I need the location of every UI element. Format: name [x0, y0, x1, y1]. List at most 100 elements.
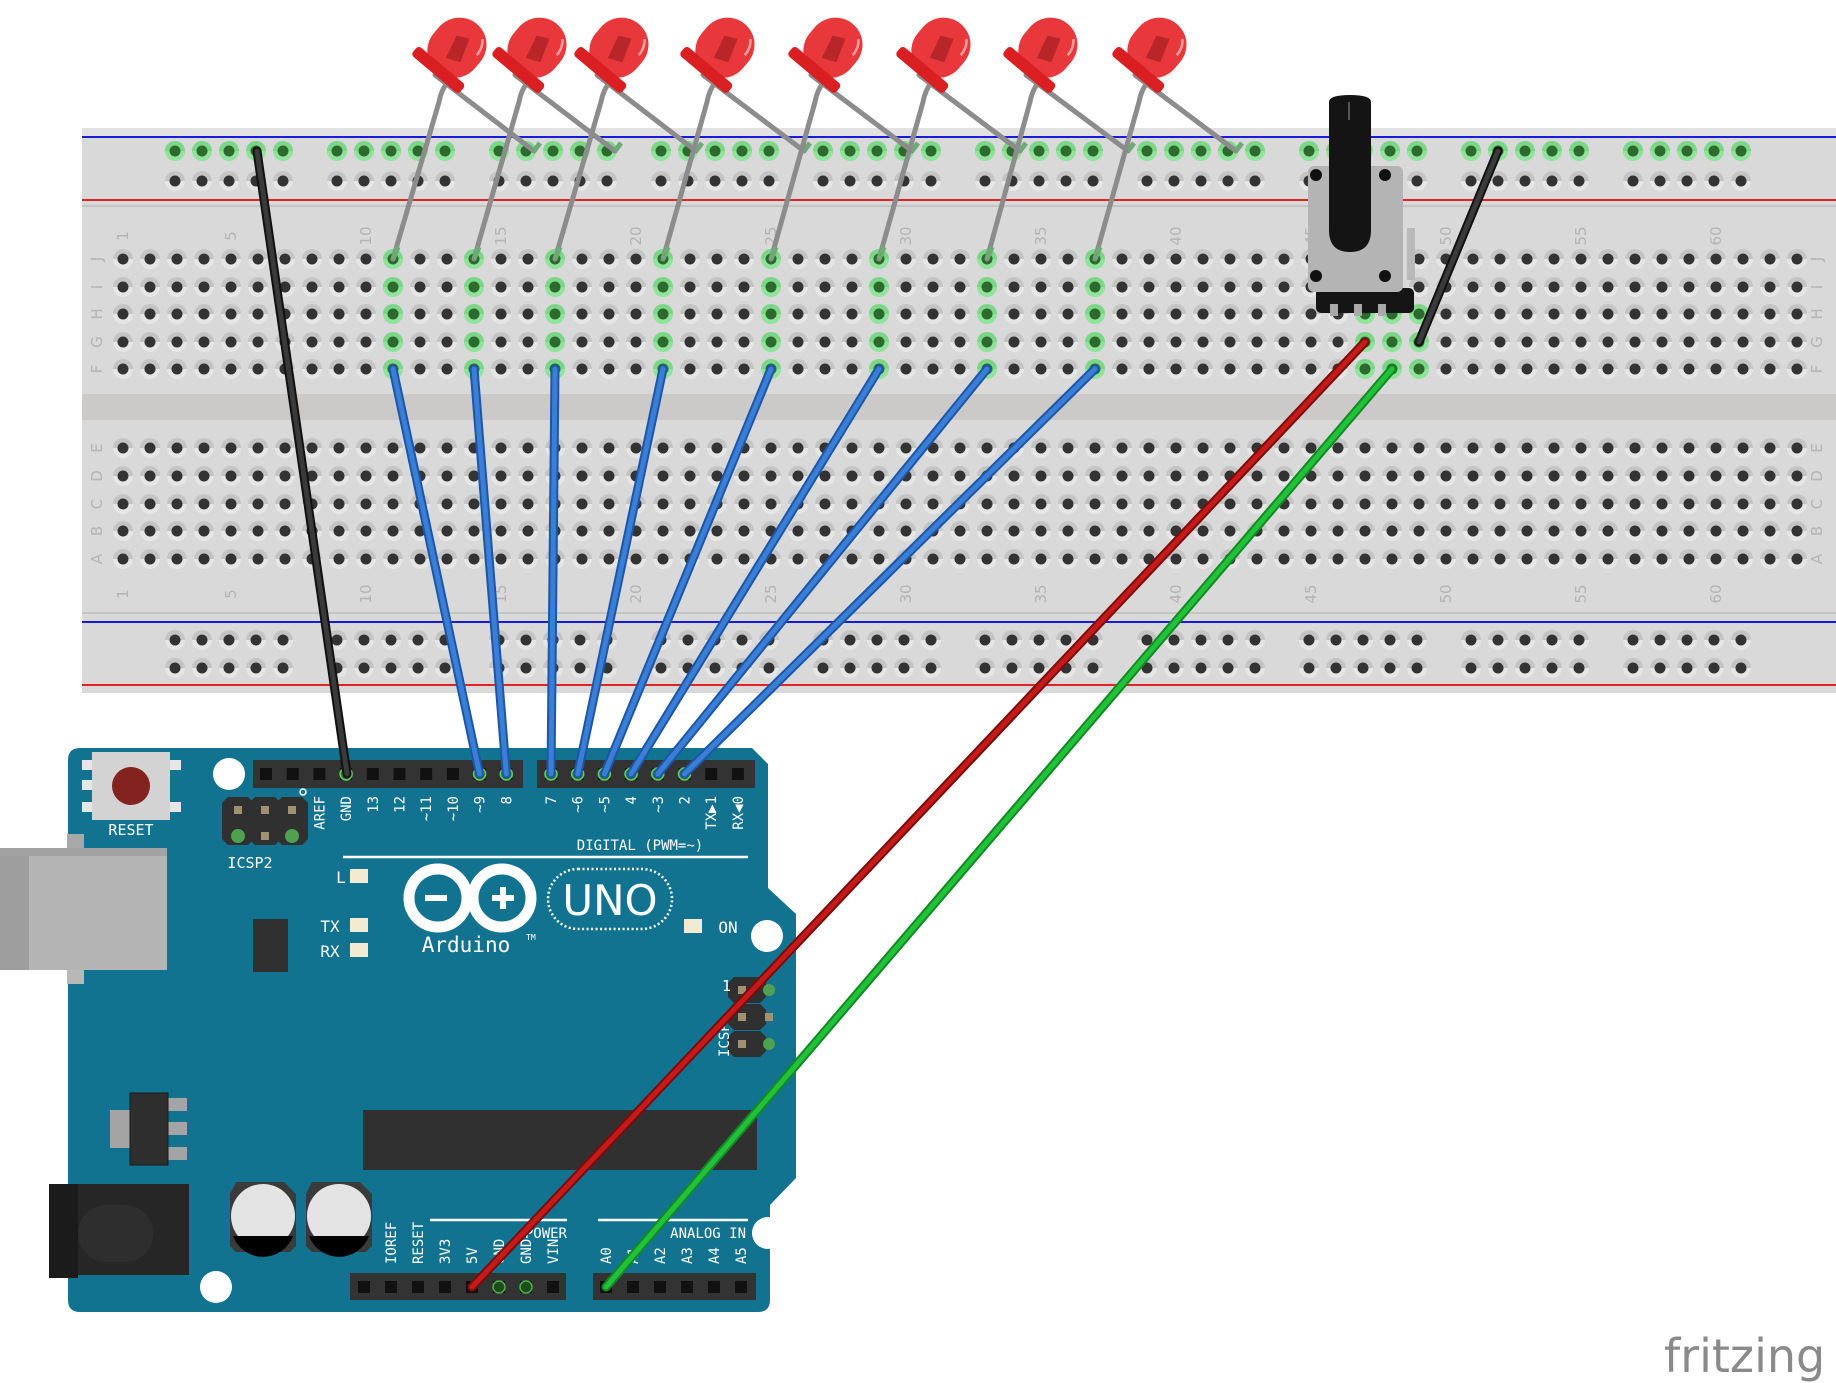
breadboard-hole[interactable]	[1517, 549, 1537, 569]
breadboard-hole[interactable]	[381, 630, 401, 650]
breadboard-hole[interactable]	[113, 304, 133, 324]
breadboard-hole[interactable]	[1218, 171, 1238, 191]
breadboard-hole[interactable]	[1193, 466, 1213, 486]
breadboard-hole[interactable]	[1301, 494, 1321, 514]
breadboard-hole[interactable]	[383, 438, 403, 458]
breadboard-hole[interactable]	[840, 171, 860, 191]
breadboard-hole[interactable]	[1598, 304, 1618, 324]
breadboard-hole[interactable]	[113, 494, 133, 514]
breadboard-hole[interactable]	[651, 171, 671, 191]
breadboard-hole[interactable]	[977, 332, 997, 352]
breadboard-hole[interactable]	[599, 332, 619, 352]
breadboard-hole[interactable]	[543, 141, 563, 161]
breadboard-hole[interactable]	[572, 438, 592, 458]
breadboard-hole[interactable]	[518, 494, 538, 514]
breadboard-hole[interactable]	[1031, 549, 1051, 569]
breadboard-hole[interactable]	[1247, 332, 1267, 352]
breadboard-hole[interactable]	[464, 549, 484, 569]
digital-pin[interactable]	[260, 768, 272, 780]
breadboard-hole[interactable]	[219, 141, 239, 161]
digital-pin[interactable]	[420, 768, 433, 780]
breadboard-hole[interactable]	[1490, 359, 1510, 379]
breadboard-hole[interactable]	[275, 549, 295, 569]
breadboard-hole[interactable]	[1517, 277, 1537, 297]
breadboard-hole[interactable]	[788, 438, 808, 458]
breadboard-hole[interactable]	[329, 549, 349, 569]
breadboard-hole[interactable]	[1652, 466, 1672, 486]
breadboard-hole[interactable]	[1704, 630, 1724, 650]
led[interactable]	[390, 4, 542, 262]
breadboard-hole[interactable]	[1326, 630, 1346, 650]
digital-pin[interactable]	[393, 768, 406, 780]
breadboard-hole[interactable]	[1598, 549, 1618, 569]
breadboard-hole[interactable]	[1058, 249, 1078, 269]
breadboard-hole[interactable]	[1031, 277, 1051, 297]
breadboard-hole[interactable]	[1760, 466, 1780, 486]
digital-pin[interactable]	[731, 768, 744, 780]
breadboard-hole[interactable]	[1031, 521, 1051, 541]
breadboard-hole[interactable]	[1517, 304, 1537, 324]
power-pin[interactable]	[547, 1281, 559, 1293]
breadboard-hole[interactable]	[1571, 359, 1591, 379]
breadboard-hole[interactable]	[140, 249, 160, 269]
breadboard-hole[interactable]	[140, 304, 160, 324]
breadboard-hole[interactable]	[381, 141, 401, 161]
breadboard-hole[interactable]	[1191, 630, 1211, 650]
breadboard-hole[interactable]	[1463, 332, 1483, 352]
breadboard-hole[interactable]	[1031, 249, 1051, 269]
breadboard-hole[interactable]	[1220, 521, 1240, 541]
breadboard-hole[interactable]	[923, 549, 943, 569]
breadboard-hole[interactable]	[869, 521, 889, 541]
breadboard-hole[interactable]	[1274, 277, 1294, 297]
breadboard-hole[interactable]	[1218, 630, 1238, 650]
breadboard-hole[interactable]	[1652, 549, 1672, 569]
breadboard-hole[interactable]	[1409, 359, 1429, 379]
breadboard-hole[interactable]	[1704, 658, 1724, 678]
breadboard-hole[interactable]	[1625, 277, 1645, 297]
breadboard-hole[interactable]	[1598, 521, 1618, 541]
breadboard-hole[interactable]	[1301, 521, 1321, 541]
breadboard-hole[interactable]	[1490, 249, 1510, 269]
breadboard-hole[interactable]	[329, 521, 349, 541]
breadboard-hole[interactable]	[1247, 494, 1267, 514]
led[interactable]	[1092, 4, 1244, 262]
breadboard-hole[interactable]	[1058, 359, 1078, 379]
breadboard-hole[interactable]	[1112, 332, 1132, 352]
breadboard-hole[interactable]	[221, 304, 241, 324]
breadboard-hole[interactable]	[734, 332, 754, 352]
breadboard-hole[interactable]	[896, 332, 916, 352]
breadboard-hole[interactable]	[950, 304, 970, 324]
analog-pin[interactable]	[681, 1281, 693, 1293]
breadboard-hole[interactable]	[788, 332, 808, 352]
potentiometer[interactable]	[1308, 95, 1415, 316]
breadboard-hole[interactable]	[113, 359, 133, 379]
breadboard-hole[interactable]	[923, 277, 943, 297]
breadboard-hole[interactable]	[1058, 304, 1078, 324]
breadboard-hole[interactable]	[1652, 359, 1672, 379]
breadboard-hole[interactable]	[707, 438, 727, 458]
breadboard-hole[interactable]	[1706, 332, 1726, 352]
breadboard-hole[interactable]	[626, 304, 646, 324]
analog-pin[interactable]	[654, 1281, 666, 1293]
breadboard-hole[interactable]	[1677, 171, 1697, 191]
analog-pin[interactable]	[627, 1281, 639, 1293]
breadboard-hole[interactable]	[410, 359, 430, 379]
breadboard-hole[interactable]	[1085, 549, 1105, 569]
breadboard-hole[interactable]	[410, 277, 430, 297]
breadboard-hole[interactable]	[1193, 438, 1213, 458]
breadboard-hole[interactable]	[732, 141, 752, 161]
breadboard-hole[interactable]	[894, 630, 914, 650]
breadboard-hole[interactable]	[1542, 141, 1562, 161]
breadboard-hole[interactable]	[356, 466, 376, 486]
breadboard-hole[interactable]	[1029, 171, 1049, 191]
breadboard-hole[interactable]	[1380, 630, 1400, 650]
breadboard-hole[interactable]	[1544, 438, 1564, 458]
breadboard-hole[interactable]	[842, 249, 862, 269]
breadboard-hole[interactable]	[1650, 658, 1670, 678]
breadboard-hole[interactable]	[1328, 466, 1348, 486]
breadboard-hole[interactable]	[815, 277, 835, 297]
breadboard-hole[interactable]	[1247, 249, 1267, 269]
breadboard-hole[interactable]	[327, 141, 347, 161]
wire-pot-gnd[interactable]	[1414, 146, 1503, 347]
breadboard-hole[interactable]	[1517, 438, 1537, 458]
